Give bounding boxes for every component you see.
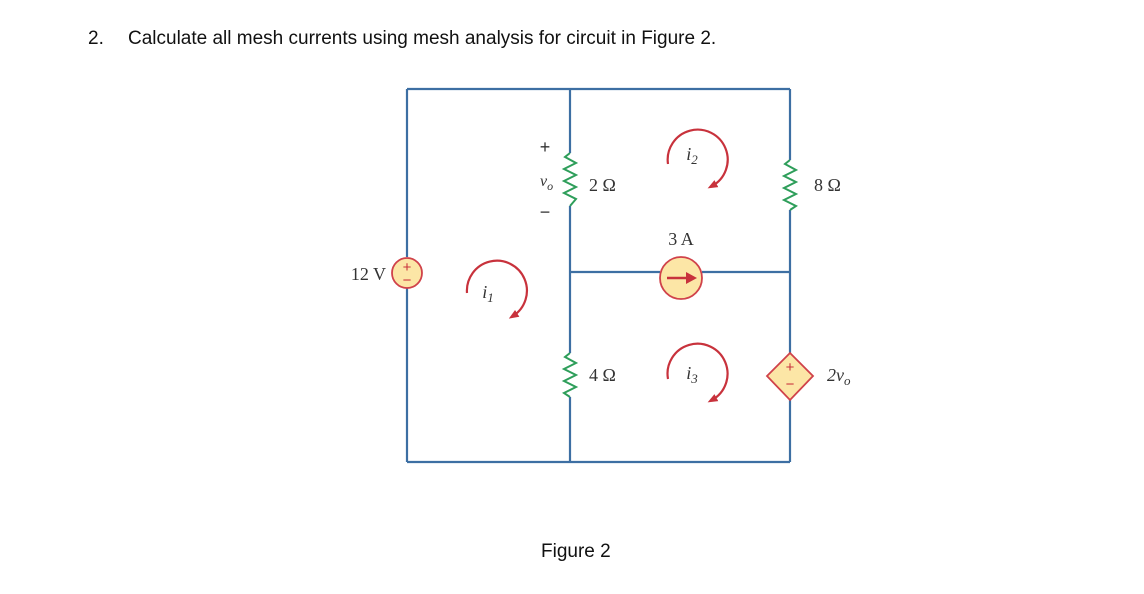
dependent-source-plus: + xyxy=(786,359,795,376)
mesh-i1-sub: 1 xyxy=(487,290,494,305)
dependent-source-diamond xyxy=(765,351,815,402)
question-body: Calculate all mesh currents using mesh a… xyxy=(128,28,717,49)
figure-caption: Figure 2 xyxy=(541,541,611,562)
vo-label: vo xyxy=(540,173,553,193)
dependent-source-label-sub: o xyxy=(844,373,851,388)
resistor-2ohm-label: 2 Ω xyxy=(589,175,616,195)
resistor-4ohm-zigzag xyxy=(561,352,579,398)
wires xyxy=(405,87,792,464)
vo-plus: + xyxy=(540,137,551,157)
resistor-8ohm: 8 Ω xyxy=(781,159,841,211)
voltage-source-label: 12 V xyxy=(351,264,386,284)
dependent-source-label-main: 2v xyxy=(827,365,844,385)
vo-label-sub: o xyxy=(547,179,553,193)
current-source-3a: 3 A xyxy=(659,229,703,300)
question-text: 2. Calculate all mesh currents using mesh… xyxy=(88,28,716,50)
resistor-2ohm-zigzag xyxy=(561,152,579,207)
mesh-i1-name: i xyxy=(482,282,487,302)
resistor-8ohm-zigzag xyxy=(781,159,799,211)
mesh-i2-label: i2 xyxy=(686,144,698,167)
mesh-i2-sub: 2 xyxy=(691,152,698,167)
voltage-source-plus: + xyxy=(403,259,412,276)
mesh-i3-sub: 3 xyxy=(690,371,698,386)
resistor-8ohm-label: 8 Ω xyxy=(814,175,841,195)
resistor-4ohm-label: 4 Ω xyxy=(589,365,616,385)
mesh-i1-arrow-icon xyxy=(465,259,528,319)
resistor-4ohm: 4 Ω xyxy=(561,352,616,398)
dependent-source-2vo: + − 2vo xyxy=(765,351,851,402)
mesh-i3-label: i3 xyxy=(686,363,698,386)
voltage-source-circle xyxy=(391,257,423,289)
voltage-source-12v: + − 12 V xyxy=(351,257,423,289)
mesh-current-i3: i3 xyxy=(666,342,729,403)
resistor-2ohm: 2 Ω + − vo xyxy=(540,137,616,222)
mesh-current-i1: i1 xyxy=(465,259,528,319)
mesh-current-i2: i2 xyxy=(666,128,729,189)
current-source-label: 3 A xyxy=(668,229,694,249)
voltage-source-minus: − xyxy=(403,272,412,289)
question-number: 2. xyxy=(88,28,104,49)
dependent-source-minus: − xyxy=(786,376,795,393)
mesh-i3-name: i xyxy=(686,363,691,383)
mesh-i2-arrow-icon xyxy=(666,128,729,189)
mesh-i3-arrow-icon xyxy=(666,342,729,403)
mesh-i1-label: i1 xyxy=(482,282,494,305)
dependent-source-label: 2vo xyxy=(827,365,851,388)
vo-minus: − xyxy=(540,202,551,222)
vo-label-v: v xyxy=(540,173,548,190)
mesh-i2-name: i xyxy=(686,144,691,164)
current-source-arrowhead-icon xyxy=(686,272,697,284)
